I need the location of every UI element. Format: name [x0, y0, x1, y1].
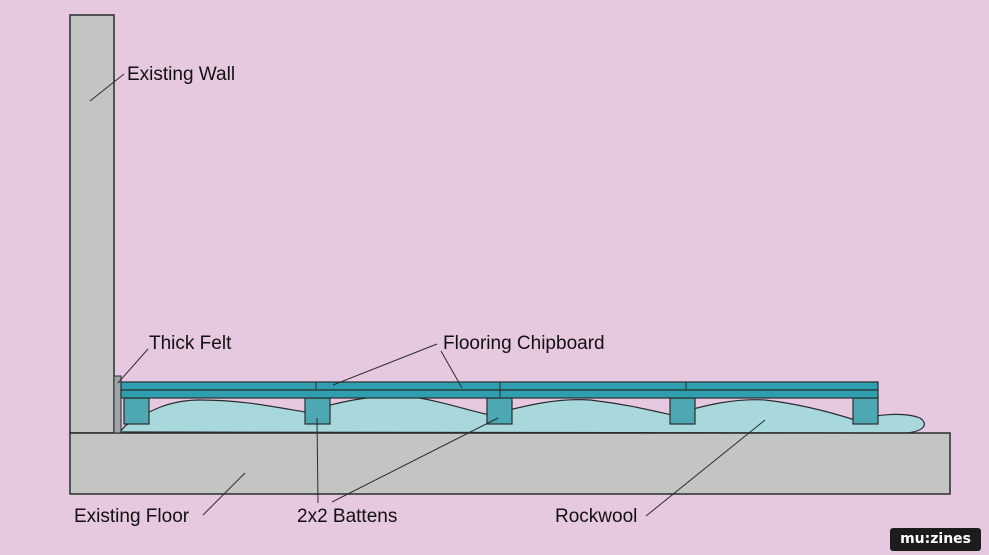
leader-felt [117, 348, 149, 384]
leader-chipboard-1 [332, 343, 438, 386]
label-existing-wall: Existing Wall [127, 64, 236, 85]
rockwool-layer [118, 395, 925, 434]
batten-1 [123, 397, 150, 425]
label-existing-floor: Existing Floor [74, 506, 190, 527]
leader-battens-2 [331, 417, 499, 503]
leader-battens-1 [316, 417, 319, 504]
existing-wall [69, 14, 115, 434]
label-rockwool: Rockwool [555, 506, 638, 527]
batten-3 [486, 397, 513, 425]
batten-4 [669, 397, 696, 425]
existing-floor [69, 432, 951, 495]
leader-chipboard-2 [440, 350, 463, 389]
watermark-badge: mu:zines [890, 528, 981, 551]
leader-wall [89, 73, 125, 102]
thick-felt [113, 375, 122, 434]
label-thick-felt: Thick Felt [149, 333, 232, 354]
label-2x2-battens: 2x2 Battens [297, 506, 398, 527]
label-flooring-chipboard: Flooring Chipboard [443, 333, 605, 354]
leader-rockwool [645, 419, 766, 517]
leader-floor [202, 472, 246, 516]
batten-5 [852, 397, 879, 425]
